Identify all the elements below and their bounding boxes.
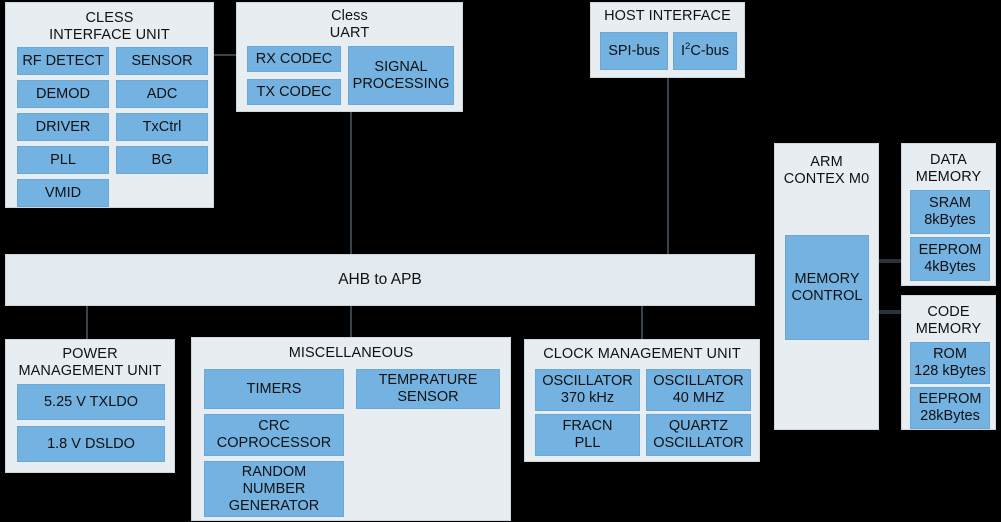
connector-host-to-ahb bbox=[667, 78, 669, 255]
cell-sensor[interactable]: SENSOR bbox=[116, 47, 208, 75]
block-title: ARM CONTEX M0 bbox=[783, 154, 870, 187]
block-miscellaneous[interactable]: MISCELLANEOUS TIMERS TEMPRATURE SENSOR C… bbox=[191, 337, 511, 521]
cell-temperature-sensor[interactable]: TEMPRATURE SENSOR bbox=[356, 369, 500, 409]
i2c-label: I2C-bus bbox=[680, 40, 729, 59]
cell-data-eeprom[interactable]: EEPROM 4kBytes bbox=[910, 237, 990, 281]
cell-timers[interactable]: TIMERS bbox=[204, 369, 344, 409]
block-title: CLESS INTERFACE UNIT bbox=[49, 10, 170, 43]
block-cless-interface-unit[interactable]: CLESS INTERFACE UNIT RF DETECT SENSOR DE… bbox=[5, 2, 214, 208]
block-title: Cless UART bbox=[329, 8, 370, 41]
cell-rx-codec[interactable]: RX CODEC bbox=[247, 46, 341, 72]
cell-spi-bus[interactable]: SPI-bus bbox=[600, 32, 668, 70]
connector-ahb-to-misc bbox=[350, 306, 352, 338]
block-title: DATA MEMORY bbox=[915, 152, 982, 185]
cell-signal-processing[interactable]: SIGNAL PROCESSING bbox=[348, 46, 454, 105]
cell-crc-coprocessor[interactable]: CRC COPROCESSOR bbox=[204, 414, 344, 456]
cell-fracn-pll[interactable]: FRACN PLL bbox=[535, 414, 640, 456]
bus-ahb-to-apb[interactable]: AHB to APB bbox=[5, 254, 755, 306]
block-arm-cortex-m0[interactable]: ARM CONTEX M0 MEMORY CONTROL bbox=[774, 143, 879, 430]
cell-random-number-generator[interactable]: RANDOM NUMBER GENERATOR bbox=[204, 461, 344, 517]
block-title: CLOCK MANAGEMENT UNIT bbox=[543, 346, 741, 362]
cell-sram[interactable]: SRAM 8kBytes bbox=[910, 190, 990, 234]
cell-txctrl[interactable]: TxCtrl bbox=[116, 113, 208, 141]
cell-demod[interactable]: DEMOD bbox=[17, 80, 109, 108]
block-title: MISCELLANEOUS bbox=[288, 345, 414, 361]
block-host-interface[interactable]: HOST INTERFACE SPI-bus I2C-bus bbox=[590, 2, 745, 78]
cell-txldo[interactable]: 5.25 V TXLDO bbox=[17, 384, 165, 420]
cell-memory-control[interactable]: MEMORY CONTROL bbox=[785, 235, 869, 340]
cell-adc[interactable]: ADC bbox=[116, 80, 208, 108]
cell-i2c-bus[interactable]: I2C-bus bbox=[673, 32, 737, 70]
cell-driver[interactable]: DRIVER bbox=[17, 113, 109, 141]
connector-ahb-to-cmu bbox=[641, 306, 643, 340]
block-cless-uart[interactable]: Cless UART RX CODEC TX CODEC SIGNAL PROC… bbox=[236, 2, 463, 112]
block-power-management-unit[interactable]: POWER MANAGEMENT UNIT 5.25 V TXLDO 1.8 V… bbox=[5, 339, 175, 473]
bus-label: AHB to APB bbox=[338, 271, 422, 288]
cell-dsldo[interactable]: 1.8 V DSLDO bbox=[17, 426, 165, 462]
connector-memctrl-to-data-memory bbox=[860, 259, 902, 263]
block-title: CODE MEMORY bbox=[915, 304, 982, 337]
connector-cless-to-uart bbox=[213, 54, 237, 56]
connector-uart-to-ahb bbox=[350, 112, 352, 255]
block-title: HOST INTERFACE bbox=[604, 8, 731, 24]
cell-tx-codec[interactable]: TX CODEC bbox=[247, 79, 341, 105]
connector-ahb-to-pmu bbox=[86, 306, 88, 344]
cell-quartz-oscillator[interactable]: QUARTZ OSCILLATOR bbox=[646, 414, 751, 456]
cell-code-eeprom[interactable]: EEPROM 28kBytes bbox=[910, 387, 990, 429]
cell-pll[interactable]: PLL bbox=[17, 146, 109, 174]
block-title: POWER MANAGEMENT UNIT bbox=[18, 346, 162, 379]
cell-rom[interactable]: ROM 128 kBytes bbox=[910, 342, 990, 384]
cell-oscillator-370khz[interactable]: OSCILLATOR 370 kHz bbox=[535, 369, 640, 411]
block-code-memory[interactable]: CODE MEMORY ROM 128 kBytes EEPROM 28kByt… bbox=[901, 295, 996, 430]
connector-memctrl-to-code-memory bbox=[860, 310, 902, 314]
cell-bg[interactable]: BG bbox=[116, 146, 208, 174]
cell-vmid[interactable]: VMID bbox=[17, 179, 109, 207]
cell-rf-detect[interactable]: RF DETECT bbox=[17, 47, 109, 75]
block-data-memory[interactable]: DATA MEMORY SRAM 8kBytes EEPROM 4kBytes bbox=[901, 143, 996, 286]
cell-oscillator-40mhz[interactable]: OSCILLATOR 40 MHZ bbox=[646, 369, 751, 411]
block-clock-management-unit[interactable]: CLOCK MANAGEMENT UNIT OSCILLATOR 370 kHz… bbox=[524, 339, 760, 462]
